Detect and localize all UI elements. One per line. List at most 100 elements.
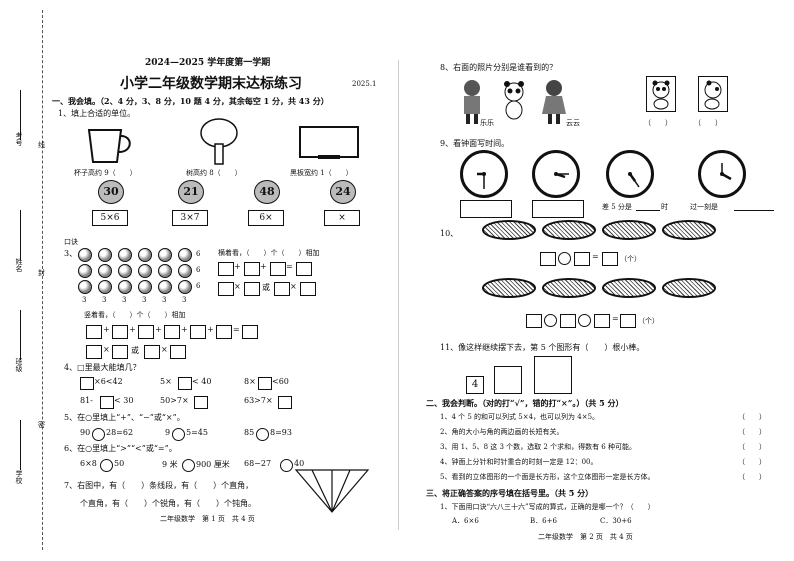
- flower-card: 21 3×7: [168, 180, 214, 230]
- q4-item: <60: [272, 377, 289, 386]
- q6-item: 40: [294, 459, 305, 468]
- answer-box[interactable]: [86, 325, 102, 339]
- time-answer-box[interactable]: [460, 200, 512, 218]
- answer-box[interactable]: [178, 377, 192, 390]
- q9-label-2: 时: [661, 203, 668, 211]
- plate-icon: [542, 278, 596, 298]
- operator-circle[interactable]: [558, 252, 571, 265]
- answer-box[interactable]: [258, 377, 272, 390]
- answer-box[interactable]: [620, 314, 636, 328]
- bottom-number: 3: [122, 296, 127, 304]
- side-number: 6: [196, 250, 201, 258]
- clock-face: [698, 150, 746, 198]
- judge-blank[interactable]: （ ）: [738, 413, 766, 421]
- q5-item: 9: [165, 428, 171, 437]
- answer-box[interactable]: [242, 325, 258, 339]
- q8-blank-1[interactable]: （ ）: [644, 119, 672, 127]
- answer-box[interactable]: [300, 282, 316, 296]
- answer-box[interactable]: [112, 325, 128, 339]
- answer-box[interactable]: [100, 396, 114, 409]
- times-sign: ×: [290, 282, 297, 291]
- page-divider: [398, 60, 399, 530]
- answer-box[interactable]: [574, 252, 590, 266]
- exam-date: 2025.1: [352, 80, 377, 88]
- answer-box[interactable]: [602, 252, 618, 266]
- judge-blank[interactable]: （ ）: [738, 428, 766, 436]
- compare-circle[interactable]: [100, 459, 113, 472]
- answer-box[interactable]: [540, 252, 556, 266]
- q5-item: 28=62: [106, 428, 134, 437]
- judge-blank[interactable]: （ ）: [738, 443, 766, 451]
- operator-circle[interactable]: [544, 314, 557, 327]
- answer-box[interactable]: [244, 262, 260, 276]
- q8-blank-2[interactable]: （ ）: [694, 119, 722, 127]
- operator-circle[interactable]: [172, 428, 185, 441]
- equals-sign: =: [612, 314, 619, 323]
- clock-face: [532, 150, 580, 198]
- answer-box[interactable]: [216, 325, 232, 339]
- q9-label-3: 过一刻是: [690, 203, 718, 211]
- flower-card: 24 ×: [320, 180, 366, 230]
- bottom-number: 3: [82, 296, 87, 304]
- answer-box[interactable]: [194, 396, 208, 409]
- compare-circle[interactable]: [182, 459, 195, 472]
- answer-box[interactable]: [138, 325, 154, 339]
- operator-circle[interactable]: [578, 314, 591, 327]
- q6-item: 9 米: [162, 460, 178, 469]
- answer-box[interactable]: [144, 345, 160, 359]
- answer-box[interactable]: [86, 345, 102, 359]
- fill-line: [20, 420, 21, 470]
- q6-text: 6、在○里填上“>”“<”或“=”。: [64, 444, 177, 453]
- unit-label: （个）: [620, 255, 641, 263]
- answer-line[interactable]: [734, 210, 774, 211]
- page-1-footer: 二年级数学 第 1 页 共 4 页: [160, 515, 255, 523]
- answer-box[interactable]: [244, 282, 260, 296]
- q5-item: 90: [80, 428, 91, 437]
- judge-blank[interactable]: （ ）: [738, 458, 766, 466]
- answer-box[interactable]: [274, 282, 290, 296]
- answer-box[interactable]: [218, 262, 234, 276]
- answer-box[interactable]: [170, 345, 186, 359]
- stick-figure-3: [534, 356, 572, 394]
- q4-item: ×6<42: [94, 377, 123, 386]
- answer-line[interactable]: [636, 210, 660, 211]
- judge-item: 2、角的大小与角的两边画的长短有关。: [440, 428, 564, 436]
- answer-box[interactable]: [190, 325, 206, 339]
- binding-line: [42, 10, 43, 550]
- answer-box[interactable]: [278, 396, 292, 409]
- q5-item: 8=93: [270, 428, 292, 437]
- judge-item: 1、4 个 5 的和可以列式 5×4，也可以列为 4×5。: [440, 413, 600, 421]
- answer-box[interactable]: [594, 314, 610, 328]
- answer-box[interactable]: [526, 314, 542, 328]
- fill-line: [20, 90, 21, 140]
- angle-figure: [294, 469, 370, 513]
- judge-blank[interactable]: （ ）: [738, 473, 766, 481]
- answer-box[interactable]: [164, 325, 180, 339]
- operator-circle[interactable]: [92, 428, 105, 441]
- time-answer-box[interactable]: [532, 200, 584, 218]
- q10-number: 10、: [440, 229, 459, 238]
- choice-question: 1、下面用口诀“六八三十六”写成的算式，正确的是哪一个？（ ）: [440, 503, 655, 511]
- answer-box[interactable]: [80, 377, 94, 390]
- stick-figure-2: [494, 366, 522, 394]
- q4-item: 50>7×: [160, 396, 189, 405]
- answer-box[interactable]: [560, 314, 576, 328]
- choice-option[interactable]: B．6+6: [530, 517, 557, 525]
- plus-sign: +: [207, 325, 214, 334]
- answer-box[interactable]: [296, 262, 312, 276]
- answer-box[interactable]: [218, 282, 234, 296]
- flower-number: 30: [98, 180, 124, 204]
- q1-text: 1、填上合适的单位。: [58, 109, 136, 118]
- seal-char: 密: [38, 421, 45, 429]
- q9-label-1: 差 5 分是: [602, 203, 632, 211]
- answer-box[interactable]: [112, 345, 128, 359]
- q4-item: 81-: [80, 396, 93, 405]
- answer-box[interactable]: [270, 262, 286, 276]
- compare-circle[interactable]: [280, 459, 293, 472]
- operator-circle[interactable]: [256, 428, 269, 441]
- child-name-1: 乐乐: [480, 119, 494, 127]
- q3-row-text: 横着看，（ ）个（ ）相加: [218, 249, 320, 257]
- choice-option[interactable]: C．30+6: [600, 517, 632, 525]
- choice-option[interactable]: A．6×6: [452, 517, 479, 525]
- judge-item: 5、看到的立体图形的一个面是长方形，这个立体图形一定是长方体。: [440, 473, 655, 481]
